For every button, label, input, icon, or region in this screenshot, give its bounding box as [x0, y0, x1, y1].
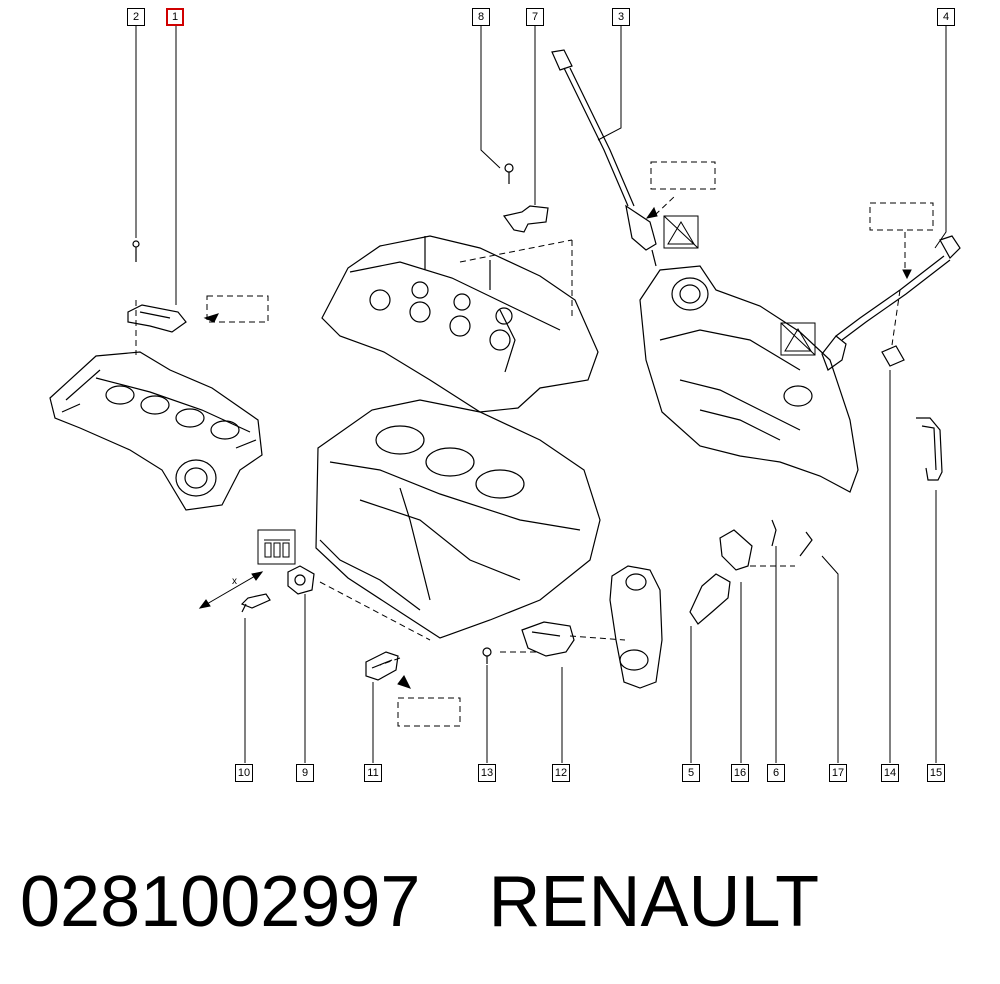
- crankshaft-sensor-drawing: [482, 621, 575, 664]
- camshaft-sensor-drawing: [502, 163, 549, 233]
- callout-2: 2: [127, 8, 145, 26]
- part-caption: 0281002997 RENAULT: [20, 862, 819, 942]
- coolant-temperature-sensor-drawing: [689, 519, 813, 625]
- callout-13: 13: [478, 764, 496, 782]
- callout-7: 7: [526, 8, 544, 26]
- oil-pressure-switch-drawing: [365, 651, 399, 681]
- callout-3: 3: [612, 8, 630, 26]
- arrows: [198, 206, 912, 689]
- svg-text:x: x: [232, 576, 237, 587]
- callout-12: 12: [552, 764, 570, 782]
- dashed-reference-boxes: [135, 161, 934, 727]
- thermostat-housing-drawing: [609, 565, 663, 689]
- bolt-drawing: [240, 593, 271, 613]
- callout-15: 15: [927, 764, 945, 782]
- callout-17: 17: [829, 764, 847, 782]
- callout-10: 10: [235, 764, 253, 782]
- oxygen-sensor-upstream-drawing: [551, 49, 657, 267]
- leader-lines: [135, 25, 947, 763]
- knock-sensor-drawing: [287, 565, 315, 595]
- manifold-pressure-sensor-drawing: [127, 240, 187, 333]
- callout-11: 11: [364, 764, 382, 782]
- intake-manifold-drawing: [49, 351, 263, 511]
- callout-16: 16: [731, 764, 749, 782]
- callout-4: 4: [937, 8, 955, 26]
- oxygen-sensor-downstream-drawing: [821, 235, 961, 371]
- exploded-parts-diagram: x: [49, 25, 961, 763]
- callout-9: 9: [296, 764, 314, 782]
- callout-6: 6: [767, 764, 785, 782]
- callout-8: 8: [472, 8, 490, 26]
- callout-14: 14: [881, 764, 899, 782]
- callout-5: 5: [682, 764, 700, 782]
- cylinder-head-drawing: [321, 235, 599, 413]
- bracket-drawing: [916, 417, 943, 481]
- brand-name: RENAULT: [488, 862, 820, 942]
- hazard-symbol: [663, 215, 816, 356]
- heat-shield-clip-drawing: [881, 345, 905, 367]
- cylinder-block-drawing: [315, 399, 601, 639]
- engine-block-symbol: [257, 529, 296, 565]
- part-number: 0281002997: [20, 862, 421, 942]
- exhaust-manifold-drawing: [639, 265, 859, 493]
- callout-1: 1: [166, 8, 184, 26]
